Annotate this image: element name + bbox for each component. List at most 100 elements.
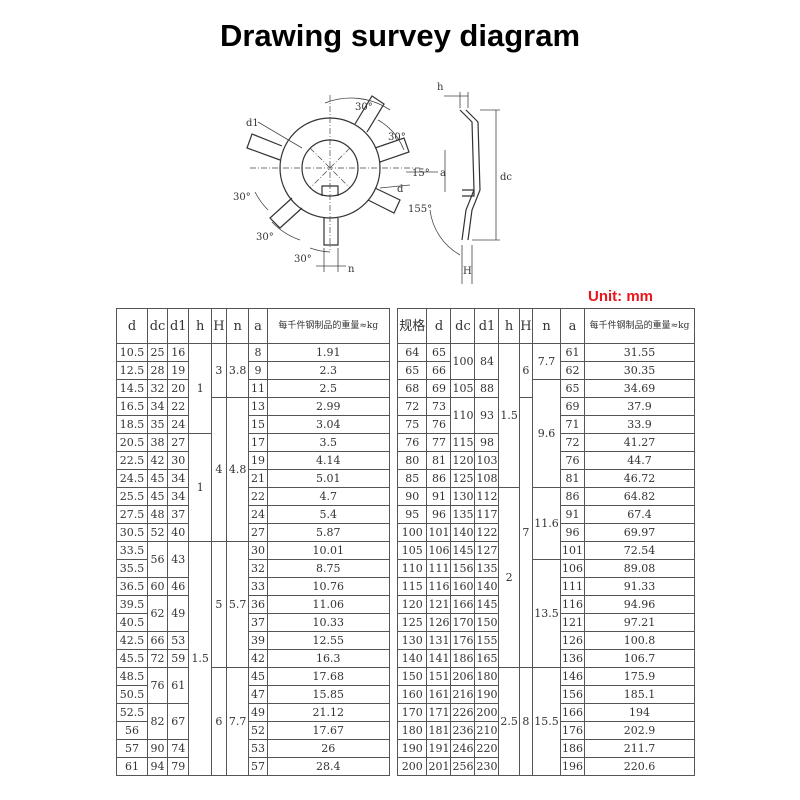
cell: 156 [450, 559, 476, 578]
cell: 196 [559, 757, 585, 776]
cell: 145 [474, 595, 500, 614]
cell: 141 [426, 649, 452, 668]
table-row: 57 90 74 53 26 [116, 739, 391, 758]
cell: 4.14 [266, 451, 391, 470]
cell: 135 [450, 505, 476, 524]
cell: 27 [167, 433, 190, 452]
cell: 11.06 [266, 595, 391, 614]
cell: 32 [248, 559, 268, 578]
cell: 91.33 [583, 577, 696, 596]
cell: 100 [450, 343, 476, 380]
cell: 91 [559, 505, 585, 524]
col-header: h [498, 308, 520, 344]
cell: 9.6 [532, 379, 561, 488]
cell: 116 [559, 595, 585, 614]
cell: 49 [248, 703, 268, 722]
side-view-washer [459, 109, 481, 241]
cell: 125 [450, 469, 476, 488]
cell: 81 [426, 451, 452, 470]
cell: 17.68 [266, 667, 391, 686]
cell: 180 [396, 721, 428, 740]
cell: 89.08 [583, 559, 696, 578]
table-row: 20.5 38 27 1 17 3.5 [116, 433, 391, 542]
cell: 16 [167, 343, 190, 362]
cell: 145 [450, 541, 476, 560]
cell: 40 [167, 523, 190, 542]
table-row: 190 191 246 220 186 211.7 [396, 739, 696, 758]
cell: 115 [396, 577, 428, 596]
cell: 20 [167, 379, 190, 398]
cell: 57 [116, 739, 148, 758]
cell: 33 [248, 577, 268, 596]
table-row: 110 111 156 135 13.5 106 89.08 [396, 559, 696, 668]
cell: 176 [450, 631, 476, 650]
cell: 90 [396, 487, 428, 506]
table-row: 52.5 82 67 49 21.12 [116, 703, 391, 740]
label-angle-bottom-left: 30° [256, 232, 274, 243]
table-row: 130 131 176 155 126 100.8 [396, 631, 696, 650]
table-row: 42.5 66 53 39 12.55 [116, 631, 391, 650]
cell: 112 [474, 487, 500, 506]
technical-drawing: d1 30° 30° 15° d 30° 30° 30° n h a dc 15… [233, 82, 512, 284]
col-header: H [518, 308, 534, 344]
cell: 24 [167, 415, 190, 434]
cell: 100.8 [583, 631, 696, 650]
cell: 34.69 [583, 379, 696, 398]
table-row: 36.5 60 46 33 10.76 [116, 577, 391, 596]
cell: 1 [188, 343, 212, 434]
cell: 2.5 [266, 379, 391, 398]
cell: 160 [396, 685, 428, 704]
label-angle-15: 15° [412, 168, 430, 179]
table-row: 14.5 32 20 11 2.5 [116, 379, 391, 398]
cell: 5 [210, 541, 227, 668]
cell: 94 [146, 757, 169, 776]
cell: 19 [167, 361, 190, 380]
cell: 76 [426, 415, 452, 434]
cell: 22 [167, 397, 190, 416]
cell: 108 [474, 469, 500, 488]
cell: 220 [474, 739, 500, 758]
table-row: 10.5 25 16 1 3 3.8 8 1.91 [116, 343, 391, 434]
col-header: H [210, 308, 227, 344]
table-row: 25.5 45 34 22 4.7 [116, 487, 391, 506]
cell: 202.9 [583, 721, 696, 740]
cell: 88 [474, 379, 500, 398]
table-row: 200 201 256 230 196 220.6 [396, 757, 696, 776]
col-header: d1 [167, 308, 190, 344]
cell: 171 [426, 703, 452, 722]
cell: 1.91 [266, 343, 391, 362]
table-row: 50.5 47 15.85 [116, 685, 391, 704]
cell: 21 [248, 469, 268, 488]
table-row: 24.5 45 34 21 5.01 [116, 469, 391, 488]
cell: 94.96 [583, 595, 696, 614]
table-row: 16.5 34 22 4 4.8 13 2.99 [116, 397, 391, 542]
cell: 155 [474, 631, 500, 650]
cell: 20.5 [116, 433, 148, 452]
cell: 11.6 [532, 487, 561, 560]
cell: 80 [396, 451, 428, 470]
cell: 101 [426, 523, 452, 542]
label-d: d [397, 184, 404, 195]
center-lines [250, 95, 420, 250]
cell: 10.01 [266, 541, 391, 560]
cell: 13.5 [532, 559, 561, 668]
cell: 97.21 [583, 613, 696, 632]
cell: 42 [146, 451, 169, 470]
cell: 61 [559, 343, 585, 362]
cell: 41.27 [583, 433, 696, 452]
table-row: 90 91 130 112 2 11.6 86 64.82 [396, 487, 696, 668]
cell: 59 [167, 649, 190, 668]
table-row: 33.5 56 43 1.5 5 5.7 30 10.01 [116, 541, 391, 776]
right-spec-table: 规格 d dc d1 h H n a 每千件钢制品的重量≈kg 64 65 10… [396, 308, 696, 776]
table-row: 35.5 32 8.75 [116, 559, 391, 578]
table-row: 48.5 76 61 6 7.7 45 17.68 [116, 667, 391, 776]
table-row: 12.5 28 19 9 2.3 [116, 361, 391, 380]
cell: 34 [167, 487, 190, 506]
table-row: 64 65 100 84 1.5 6 7.7 61 31.55 [396, 343, 696, 488]
table-row: 140 141 186 165 136 106.7 [396, 649, 696, 668]
cell: 7 [518, 397, 534, 668]
label-angle-right: 30° [388, 132, 406, 143]
cell: 42 [248, 649, 268, 668]
cell: 121 [426, 595, 452, 614]
col-header: d [116, 308, 148, 344]
